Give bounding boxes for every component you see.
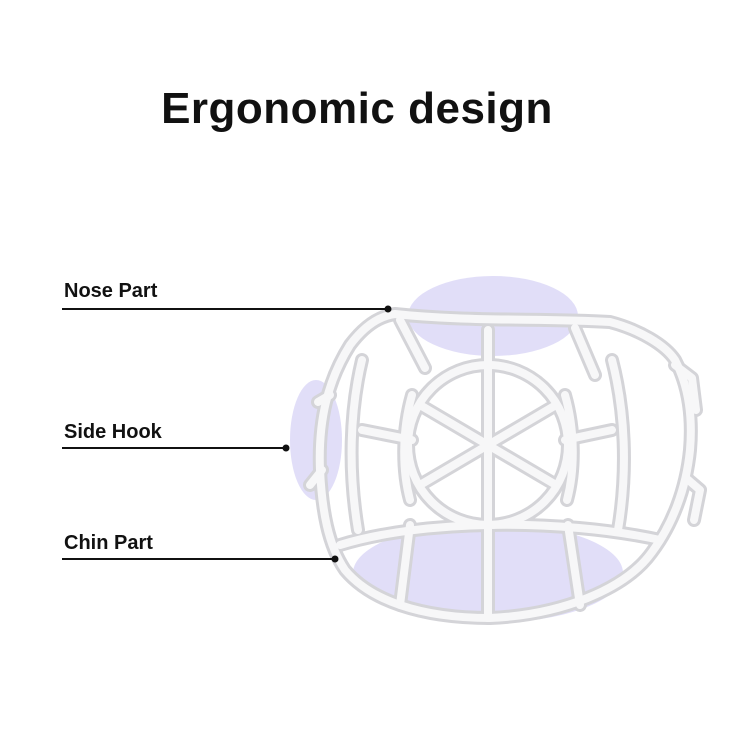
nose-leader-dot xyxy=(384,305,392,313)
page-title: Ergonomic design xyxy=(161,84,553,133)
leader-lines xyxy=(62,305,392,563)
chin-part-label: Chin Part xyxy=(64,532,153,554)
chin-leader-dot xyxy=(331,555,339,563)
side-hook-label: Side Hook xyxy=(64,421,162,443)
mask-bracket-frame xyxy=(303,307,707,625)
nose-part-label: Nose Part xyxy=(64,280,158,302)
side-leader-dot xyxy=(282,444,290,452)
